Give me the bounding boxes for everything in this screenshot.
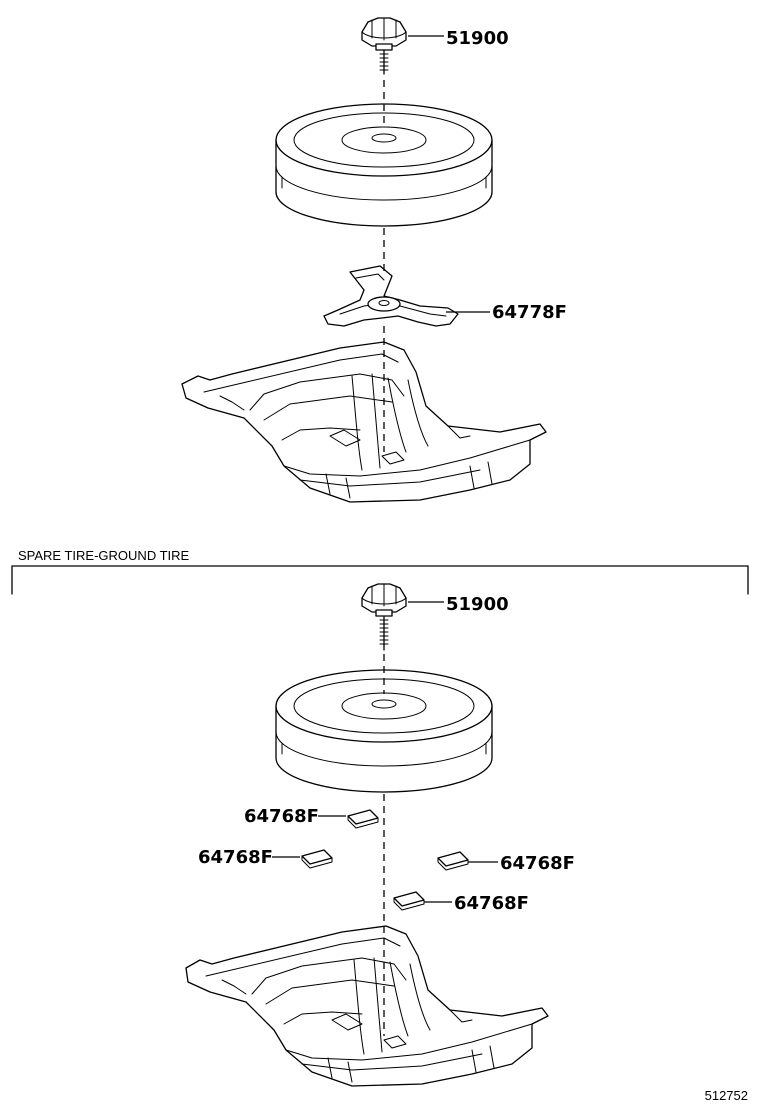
spare-tire-top <box>275 103 493 227</box>
spare-tire-bottom <box>275 669 493 793</box>
diagram-code: 512752 <box>705 1088 748 1103</box>
pad-right <box>437 851 469 871</box>
label-spacer: 64778F <box>492 302 567 323</box>
bottom-assembly: 51900 64768F 64768F 64768F 64768F <box>185 583 575 1087</box>
label-hold-down-clamp-bottom: 51900 <box>446 594 509 615</box>
section-bracket <box>11 565 749 595</box>
spare-tire-floor-pan-top <box>181 341 547 503</box>
section-title: SPARE TIRE-GROUND TIRE <box>18 548 190 563</box>
hold-down-clamp-bottom <box>361 583 407 651</box>
hold-down-clamp-top <box>361 17 407 75</box>
pad-upper-left <box>347 809 379 829</box>
spare-tire-floor-pan-bottom <box>185 925 549 1087</box>
label-pad-right: 64768F <box>500 853 575 874</box>
top-assembly: 51900 64778F <box>181 17 567 503</box>
spare-tire-spacer-bracket <box>323 265 459 327</box>
pad-lower-right <box>393 891 425 911</box>
label-pad-lower-right: 64768F <box>454 893 529 914</box>
label-pad-left: 64768F <box>198 847 273 868</box>
pad-left <box>301 849 333 869</box>
label-pad-upper-left: 64768F <box>244 806 319 827</box>
label-hold-down-clamp-top: 51900 <box>446 28 509 49</box>
